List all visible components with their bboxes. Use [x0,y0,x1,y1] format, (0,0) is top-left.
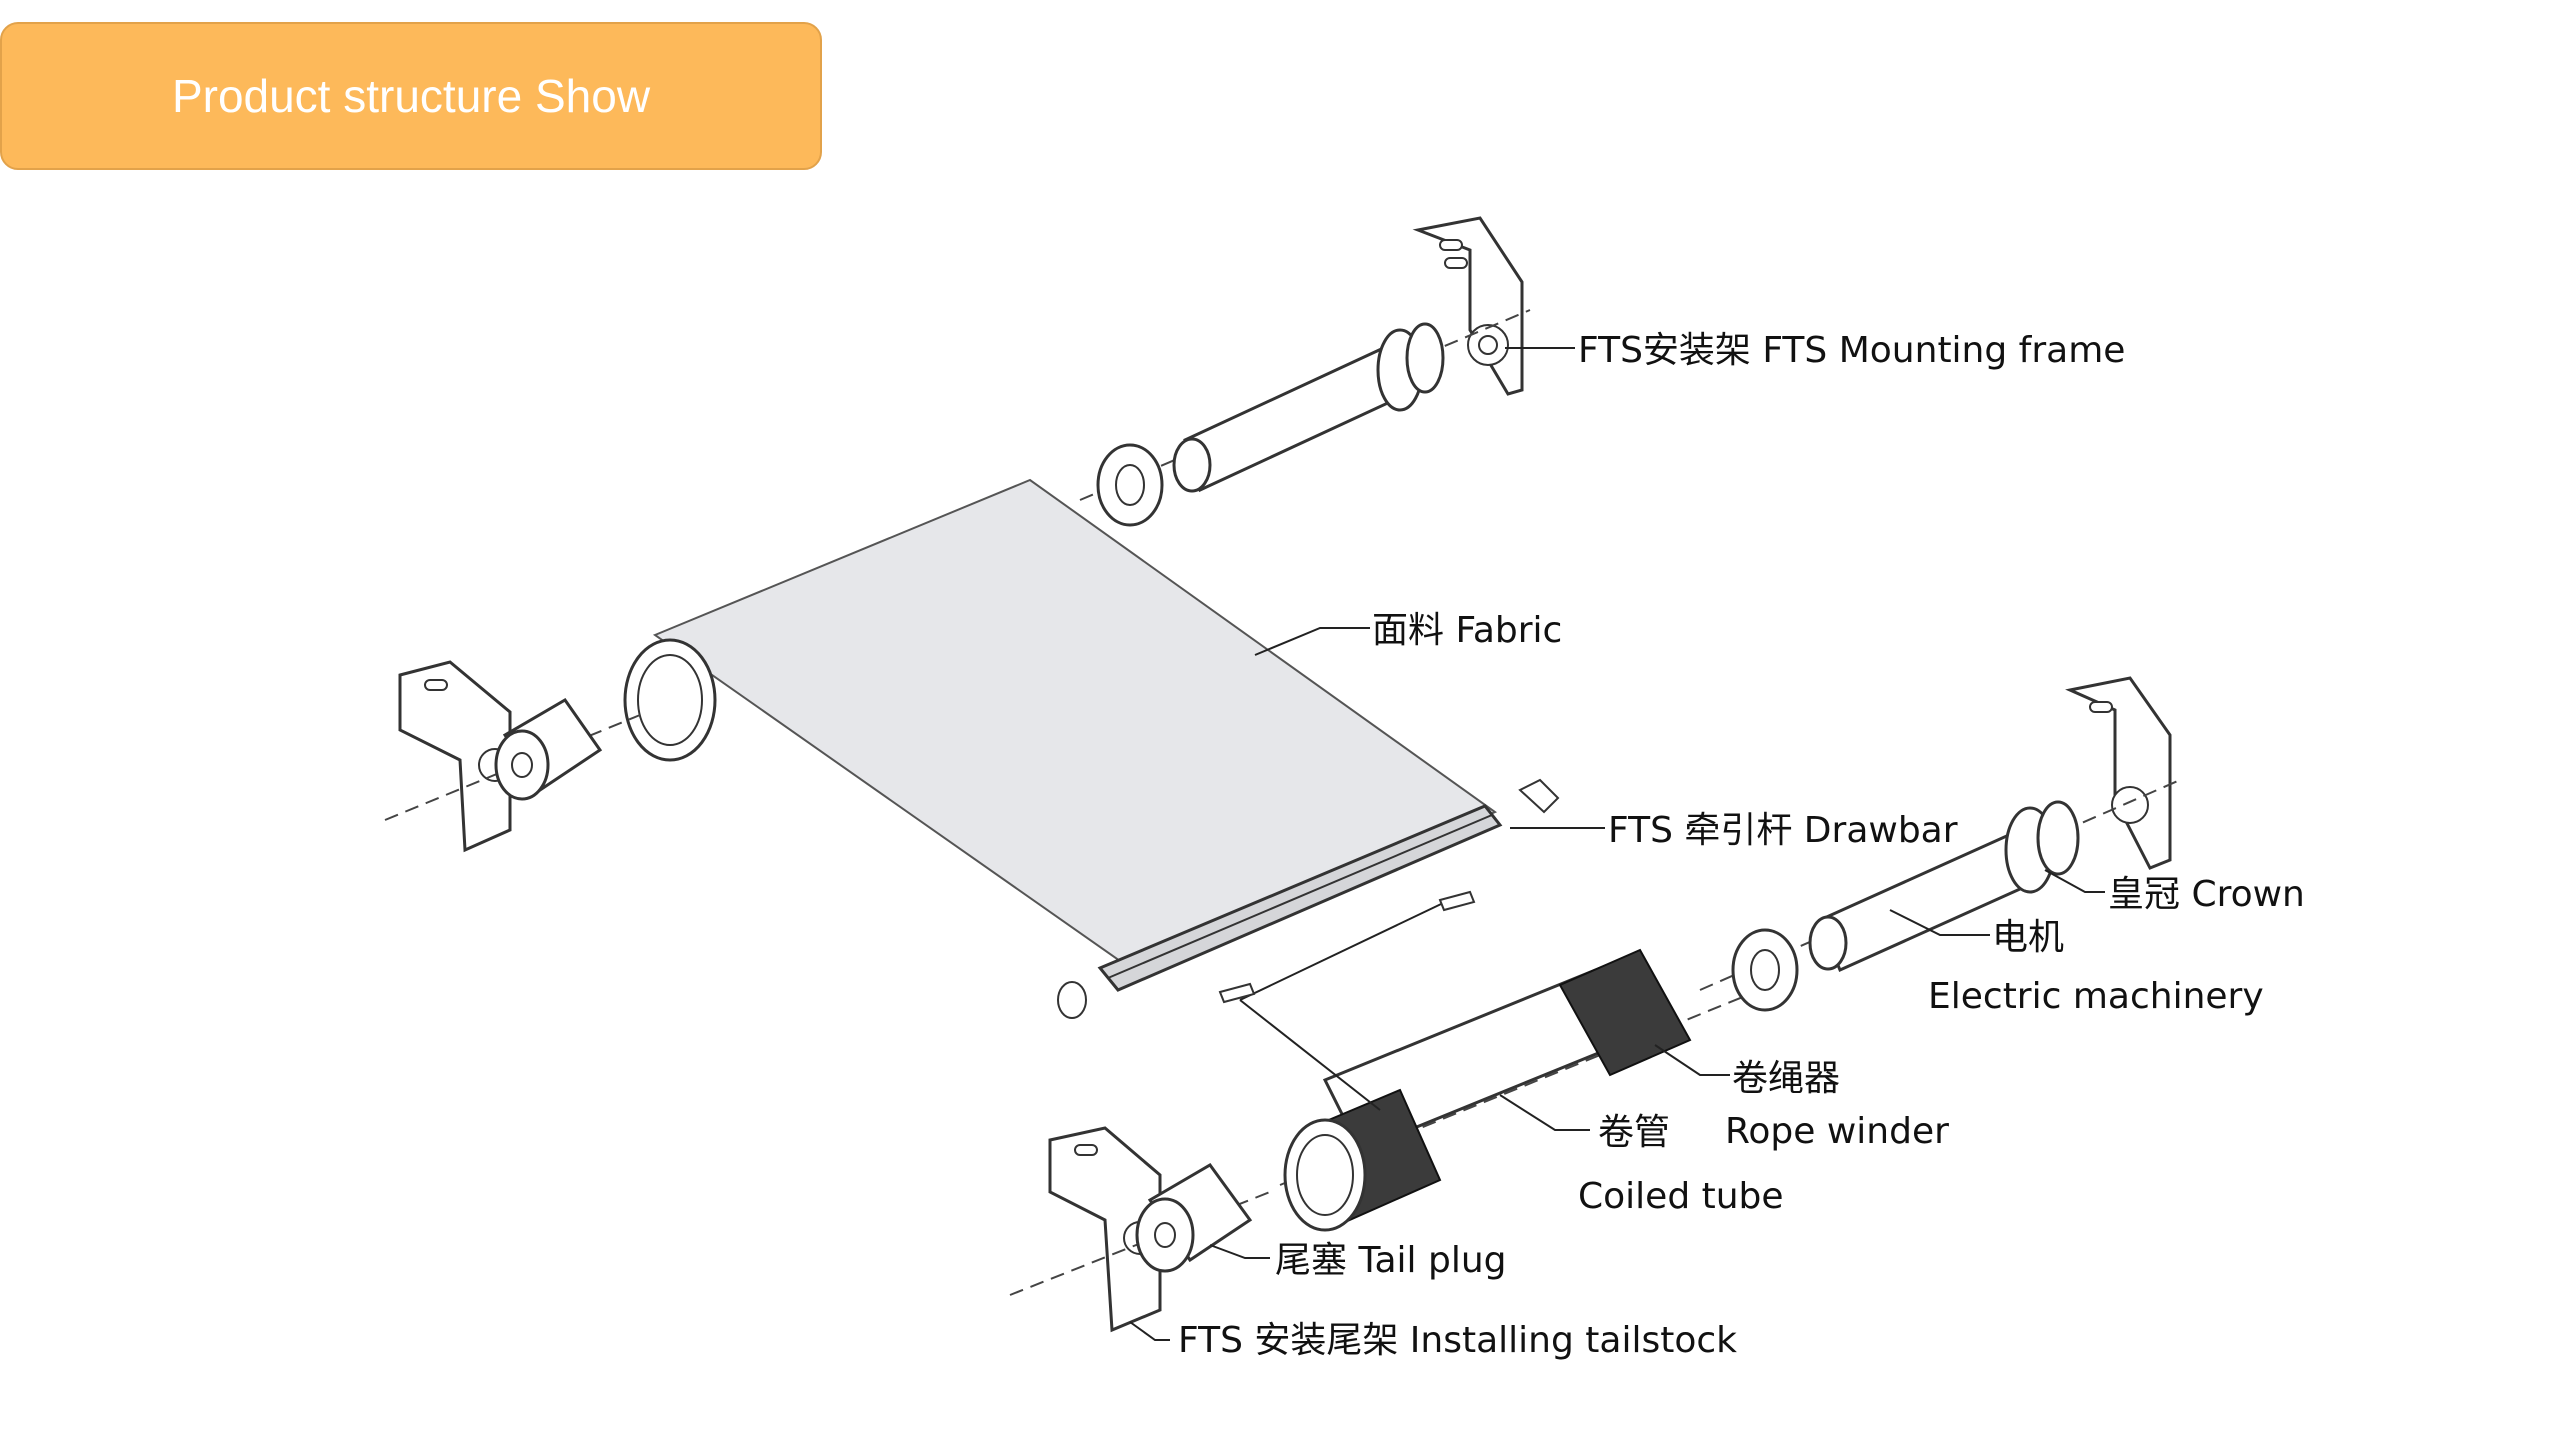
label-crown: 皇冠 Crown [2108,874,2305,915]
drawbar [1057,778,1560,1019]
page-title: Product structure Show [171,70,651,122]
right-crown [1731,928,1799,1012]
label-motor-cn: 电机 [1992,917,2064,958]
label-tailstock: FTS 安装尾架 Installing tailstock [1178,1320,1737,1361]
right-motor [1808,800,2080,973]
top-mounting-frame [1412,216,1524,396]
leader-lines [1129,347,2105,1341]
label-drawbar: FTS 牵引杆 Drawbar [1608,810,1958,851]
fabric-sheet [652,478,1498,970]
rope-winder-right [1558,948,1692,1077]
top-crown [1096,443,1164,527]
label-coiled-tube-en: Coiled tube [1578,1176,1784,1217]
label-coiled-tube-cn: 卷管 [1598,1112,1670,1153]
fabric-tube-end [623,638,717,762]
title-banner: Product structure Show [0,22,822,170]
cords [1218,890,1476,1111]
label-rope-winder-cn: 卷绳器 [1732,1058,1840,1099]
label-mounting-frame: FTS安装架 FTS Mounting frame [1578,330,2125,371]
right-mounting-frame [1699,676,2181,991]
rope-winder-left [1283,1088,1442,1232]
label-motor-en: Electric machinery [1928,976,2264,1017]
label-tail-plug: 尾塞 Tail plug [1275,1240,1507,1281]
label-fabric: 面料 Fabric [1372,610,1562,651]
left-mounting-frame [384,660,641,853]
top-motor [1079,309,1531,501]
tail-plug [1135,1163,1253,1273]
label-rope-winder-en: Rope winder [1725,1111,1949,1152]
left-end-plug [494,698,603,801]
